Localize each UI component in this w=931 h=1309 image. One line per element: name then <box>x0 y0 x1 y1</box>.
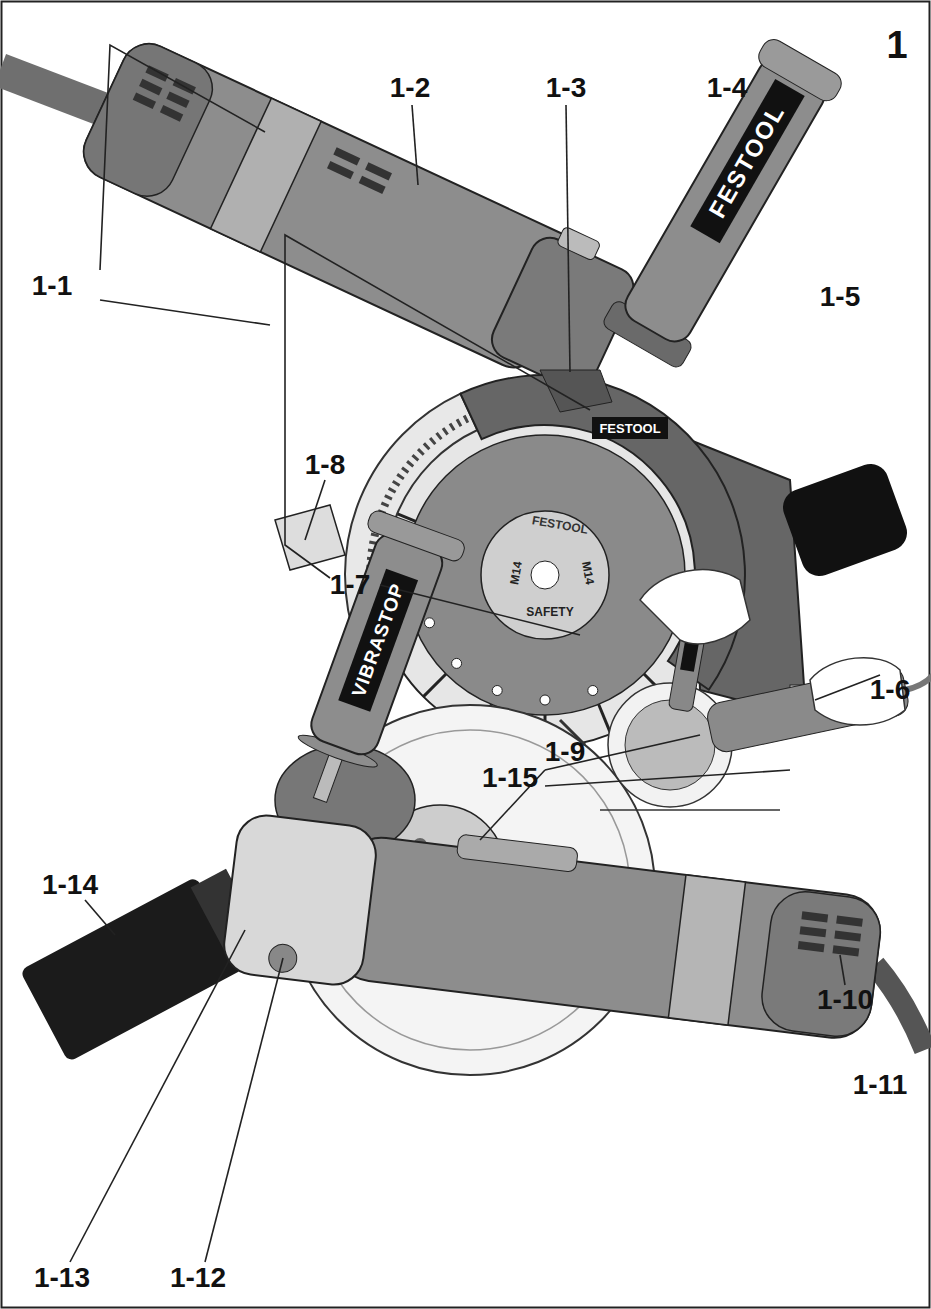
switch-slide <box>556 226 601 261</box>
callout-number: 1-15 <box>482 764 538 792</box>
callout-number: 1-8 <box>305 451 345 479</box>
guard-plate <box>592 417 668 439</box>
handle-grip <box>306 529 447 760</box>
cooling-hole <box>492 686 502 696</box>
brand-mark: FESTOOL <box>705 100 789 222</box>
arbor-hole <box>531 561 559 589</box>
usage-inset <box>600 570 931 810</box>
leader-lines <box>70 45 880 1262</box>
callout-number: 1-12 <box>170 1264 226 1292</box>
workpiece-line <box>600 809 780 811</box>
vent-slot <box>800 926 827 937</box>
vent-slot <box>160 105 183 122</box>
callout-number: 1-6 <box>870 676 910 704</box>
vent-slot <box>166 92 189 109</box>
leader-line <box>566 105 570 372</box>
vent-slot <box>798 941 825 952</box>
disc-core <box>405 435 685 715</box>
leader-line <box>205 958 283 1262</box>
power-cord <box>875 965 925 1050</box>
callout-number: 1-3 <box>546 74 586 102</box>
vent-slot <box>834 930 861 941</box>
cooling-hole <box>540 695 550 705</box>
callout-number: 1-13 <box>34 1264 90 1292</box>
vent-slot <box>832 945 859 956</box>
callout-number: 1-1 <box>32 272 72 300</box>
leader-line <box>545 770 790 786</box>
gear-head-cover <box>221 812 379 988</box>
leader-line <box>100 300 270 325</box>
vent-slot <box>333 147 360 165</box>
side-handle <box>601 35 846 370</box>
leader-line <box>412 105 418 185</box>
handle-label-plate <box>690 79 804 243</box>
rear-cap <box>75 35 222 206</box>
leader-line <box>100 45 265 270</box>
handle-grip <box>619 52 831 348</box>
vent-slot <box>365 162 392 180</box>
motor-housing <box>75 27 647 401</box>
brand-mark: FESTOOL <box>599 422 660 435</box>
callout-number: 1-7 <box>330 571 370 599</box>
light-band <box>211 98 322 252</box>
power-cord <box>0 70 110 112</box>
figure-number: 1 <box>886 26 907 64</box>
leader-line <box>305 480 325 540</box>
disc-marking: FESTOOL <box>531 514 589 536</box>
vent-slot <box>801 911 828 922</box>
left-hand <box>640 570 750 644</box>
rear-cap <box>758 888 884 1040</box>
callout-number: 1-5 <box>820 283 860 311</box>
leader-line <box>85 900 115 935</box>
vent-slot <box>139 79 162 96</box>
extraction-port-tube <box>778 459 912 581</box>
disc-marking: M14 <box>580 560 596 585</box>
segment-gap <box>599 704 611 734</box>
disc-marking: SAFETY <box>526 606 573 618</box>
callout-number: 1-11 <box>853 1071 908 1099</box>
callout-number: 1-9 <box>545 738 585 766</box>
vent-slot <box>327 161 354 179</box>
callout-number: 1-4 <box>707 74 747 102</box>
cooling-hole <box>588 686 598 696</box>
upper-tool <box>0 27 912 747</box>
leader-line <box>70 930 245 1262</box>
vibrastop-handle <box>273 509 467 818</box>
lower-tool <box>20 509 925 1075</box>
vent-slot <box>836 916 863 927</box>
cooling-hole <box>425 618 435 628</box>
callout-number: 1-10 <box>817 986 873 1014</box>
segment-gap <box>423 674 446 697</box>
disc-flange <box>481 511 609 639</box>
leader-line <box>840 955 845 985</box>
housing-body <box>331 833 885 1042</box>
callout-number: 1-2 <box>390 74 430 102</box>
handle-thread <box>313 753 343 803</box>
vent-slot <box>359 176 386 194</box>
callout-number: 1-14 <box>42 871 98 899</box>
leader-line <box>380 585 580 635</box>
leader-line <box>285 235 590 578</box>
handle-knob <box>365 509 466 564</box>
motor-housing <box>221 807 886 1050</box>
extraction-port <box>778 459 912 581</box>
guard-lever <box>540 370 612 412</box>
cooling-hole <box>452 658 462 668</box>
switch-slide <box>456 834 578 872</box>
disc-marking: M14 <box>508 560 524 585</box>
light-band <box>668 875 745 1025</box>
vent-slot <box>133 92 156 109</box>
leader-line <box>545 735 700 770</box>
